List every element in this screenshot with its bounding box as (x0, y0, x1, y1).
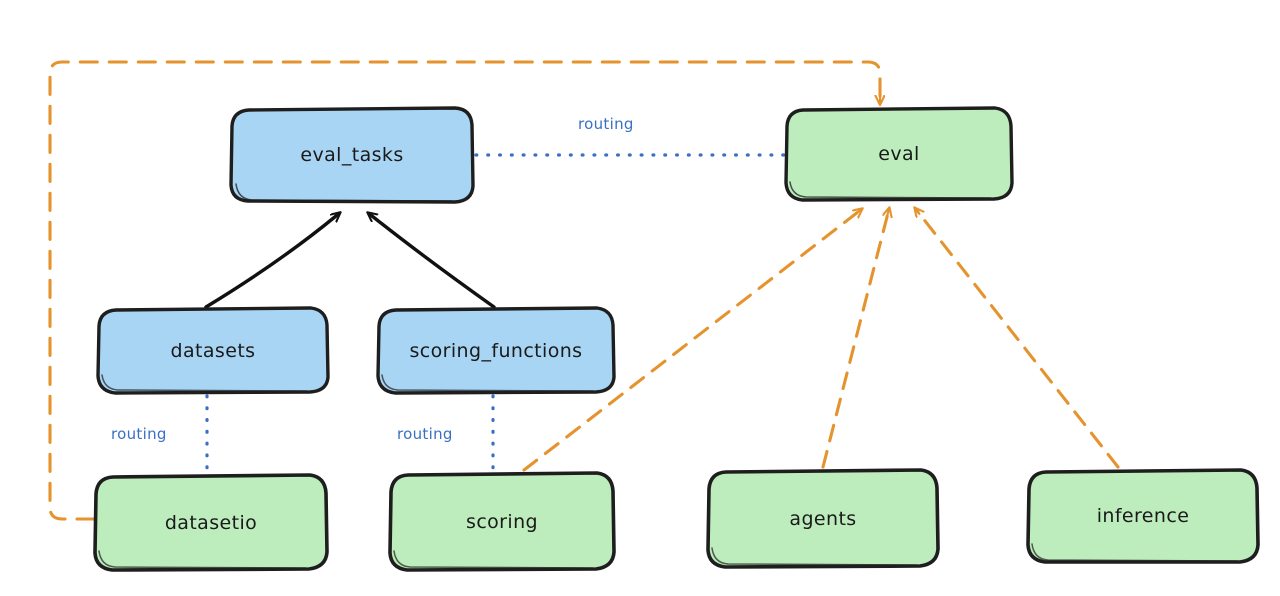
node-eval_tasks[interactable] (229, 106, 475, 204)
node-inference[interactable] (1026, 468, 1260, 564)
node-scoring_functions[interactable] (376, 306, 616, 395)
edge-label-routing-datasets: routing (111, 425, 167, 443)
node-hit-eval_tasks[interactable] (231, 108, 473, 202)
node-hit-datasetio[interactable] (95, 475, 327, 570)
edge-label-routing-scoring-functions: routing (397, 425, 453, 443)
node-agents[interactable] (706, 468, 940, 569)
edge-datasetio-eval (48, 60, 880, 521)
node-datasets[interactable] (96, 306, 330, 395)
node-hit-agents[interactable] (708, 470, 938, 567)
node-hit-scoring_functions[interactable] (378, 308, 614, 393)
node-hit-eval[interactable] (786, 108, 1012, 200)
edge-label-routing-eval-tasks: routing (578, 115, 634, 133)
edge-datasets-eval-tasks (204, 216, 336, 309)
node-scoring[interactable] (388, 471, 616, 572)
edge-scoring-functions-eval-tasks (372, 216, 496, 309)
node-hit-inference[interactable] (1028, 470, 1258, 562)
node-eval[interactable] (784, 106, 1014, 202)
edge-inference-eval (918, 212, 1120, 469)
node-hit-datasets[interactable] (98, 308, 328, 393)
edge-agents-eval (821, 213, 888, 469)
node-hit-scoring[interactable] (390, 473, 614, 570)
edge-scoring-eval (522, 212, 858, 472)
node-datasetio[interactable] (93, 473, 329, 572)
